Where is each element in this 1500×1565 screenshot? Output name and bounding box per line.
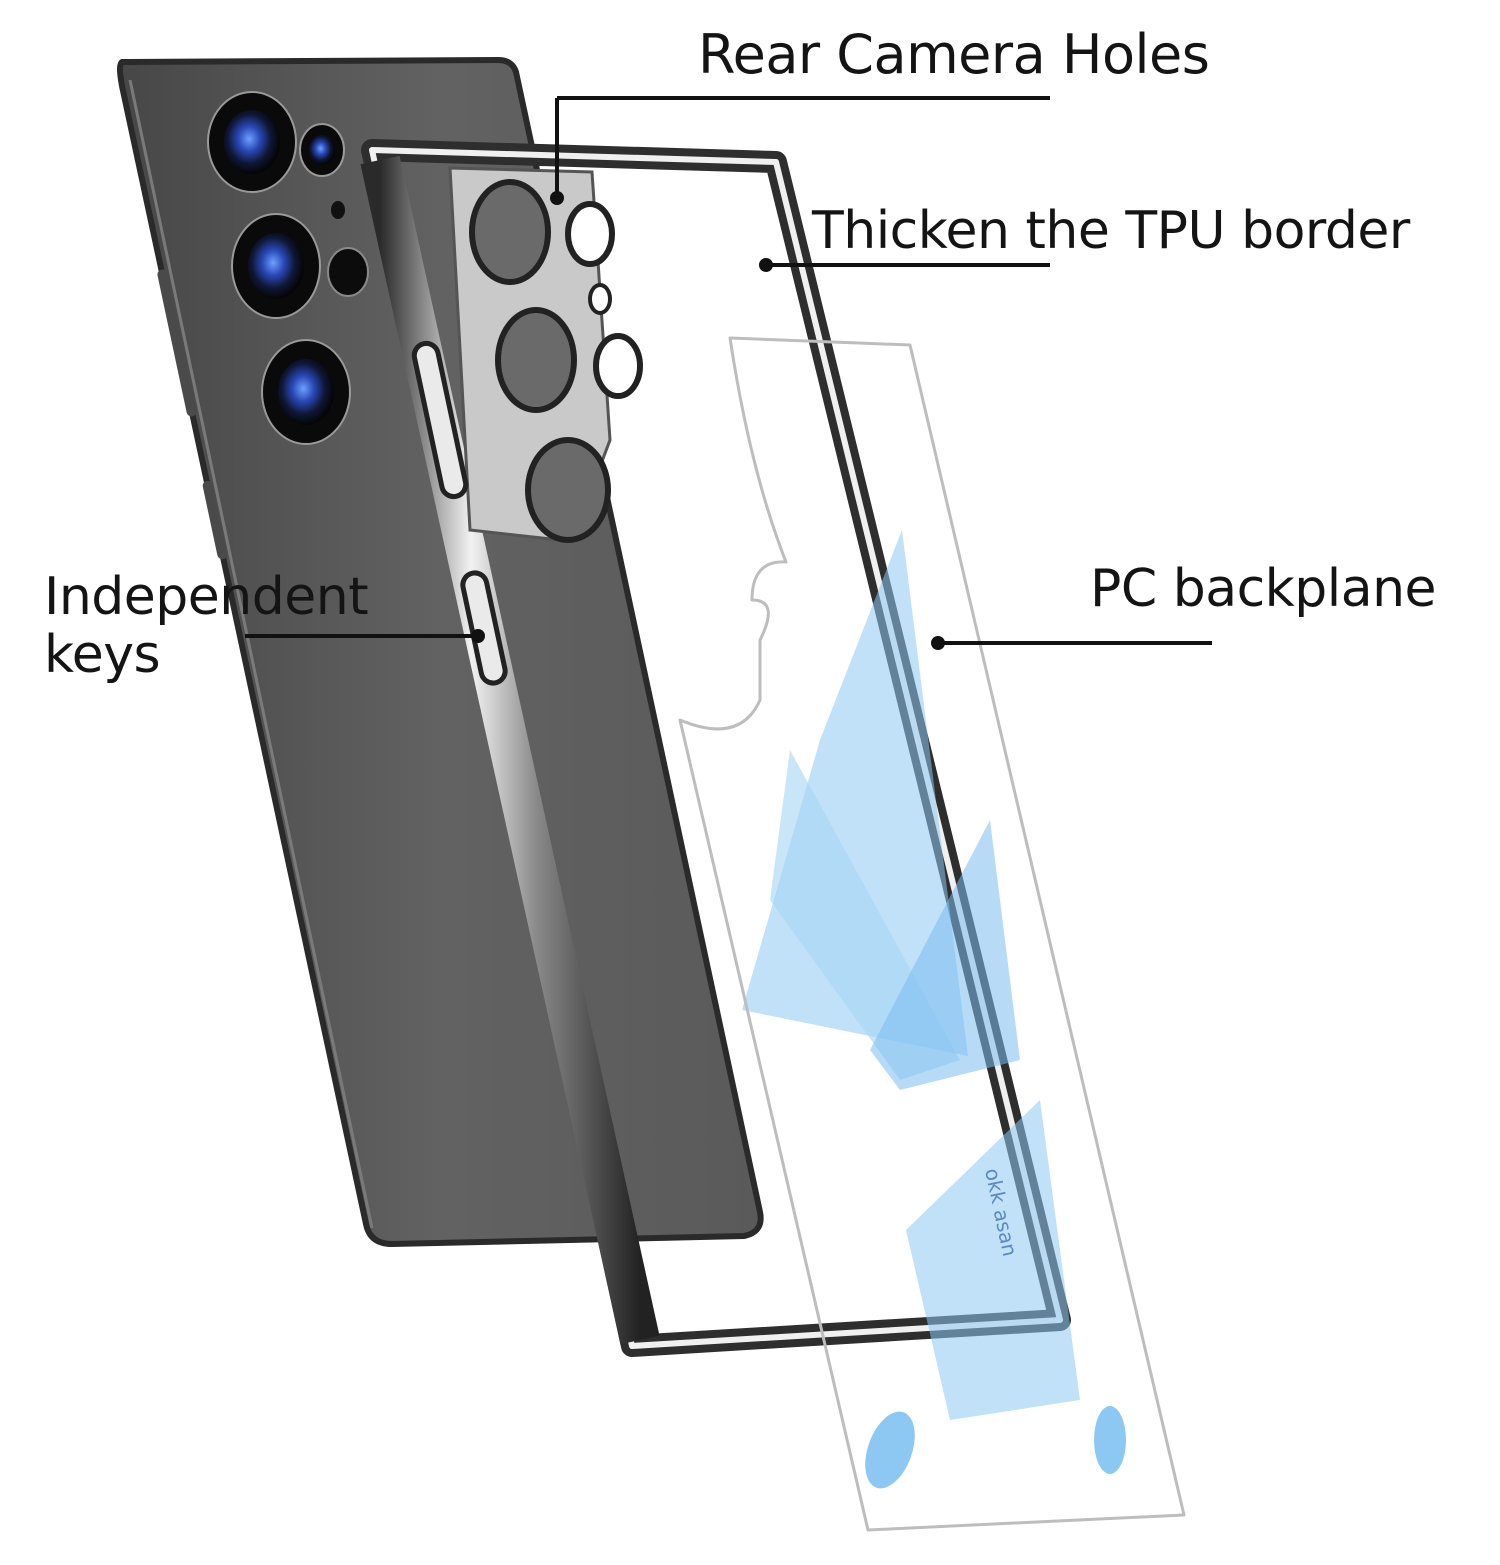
- pc-panel-tint-stripe: [870, 820, 1020, 1090]
- phone-side-button: [157, 269, 197, 417]
- callout-label-rear-camera-holes: Rear Camera Holes: [698, 23, 1210, 86]
- camera-hole-icon: [565, 201, 615, 267]
- camera-module: [207, 91, 369, 445]
- callout-dot: [550, 191, 564, 205]
- camera-lens-icon: [224, 110, 280, 174]
- pc-panel-tint-dot: [865, 1411, 915, 1489]
- phone: [117, 56, 764, 1248]
- camera-hole-icon: [525, 437, 611, 543]
- camera-lens-icon: [309, 135, 335, 165]
- phone-side-edge: [128, 79, 374, 1229]
- callout-label-tpu-border: Thicken the TPU border: [812, 201, 1410, 261]
- pc-panel-outline: [678, 336, 1186, 1532]
- callout-dot: [759, 258, 773, 272]
- callout-label-independent-keys: Independent keys: [44, 567, 369, 685]
- callout-dot: [931, 636, 945, 650]
- camera-hole-icon: [588, 283, 612, 315]
- camera-hole-icon: [495, 307, 577, 413]
- callout-label-pc-backplane: PC backplane: [1090, 559, 1437, 619]
- pc-panel-tint-dot: [1094, 1406, 1126, 1474]
- camera-hole-icon: [469, 179, 551, 285]
- pc-panel-tint-stripe: [906, 1100, 1080, 1420]
- callout-lines: [245, 96, 1212, 650]
- key-button-icon: [411, 340, 469, 500]
- pc-backplane: okk asan: [678, 336, 1186, 1532]
- camera-lens-icon: [278, 359, 334, 425]
- independent-key-buttons: [411, 340, 508, 686]
- callout-dot: [471, 629, 485, 643]
- camera-hole-icon: [593, 333, 643, 399]
- key-button-icon: [460, 570, 508, 686]
- tpu-camera-cutouts: [469, 179, 643, 543]
- camera-flash-icon: [331, 201, 345, 219]
- camera-lens-icon: [248, 233, 304, 299]
- phone-side-button: [202, 480, 228, 560]
- camera-sensor-icon: [327, 247, 369, 297]
